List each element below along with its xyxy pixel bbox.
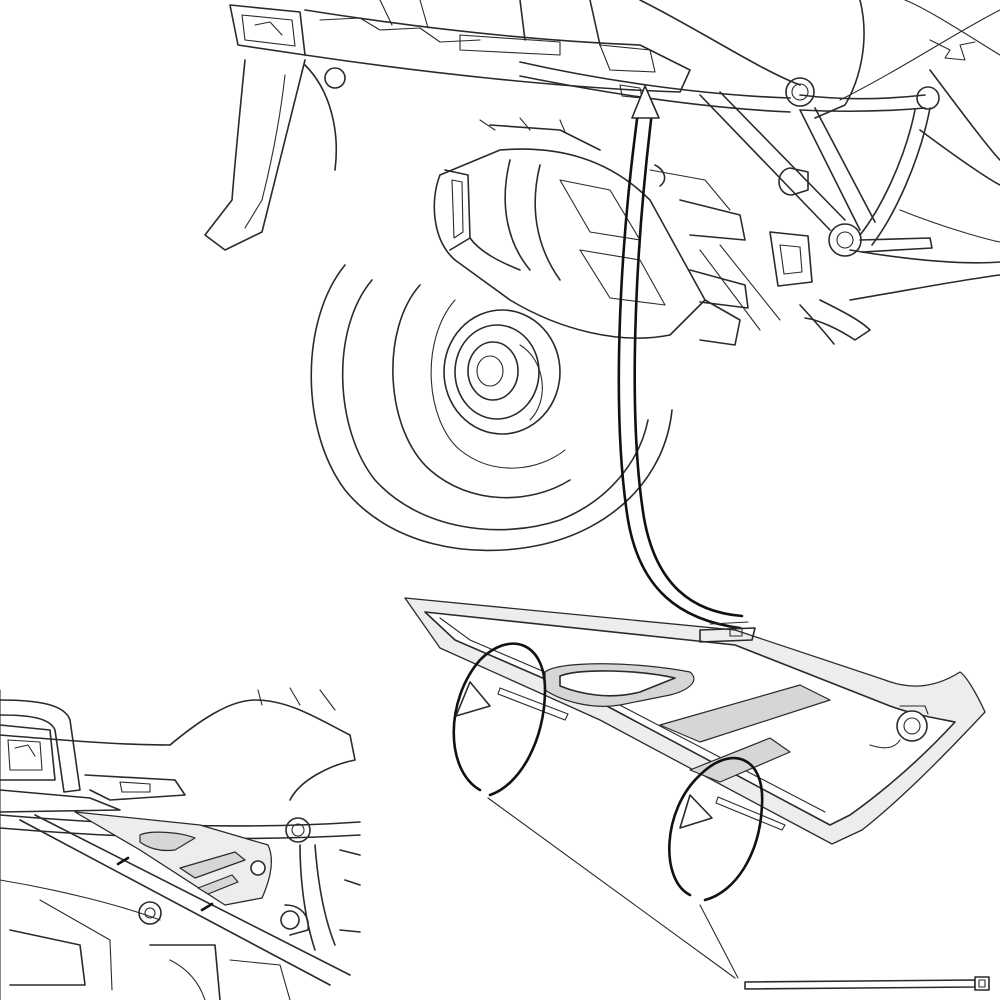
rotation-arrow-icon — [452, 642, 547, 797]
motorcycle-rear-frame-drawing — [204, 0, 1000, 552]
leader-lines — [487, 797, 739, 979]
insertion-arrow-icon — [617, 85, 744, 630]
subframe-tubes — [519, 61, 940, 345]
rotation-arrow-icon — [668, 757, 764, 902]
cable-tie-icon — [744, 976, 990, 991]
seat-body-panel — [639, 0, 1000, 301]
rear-fender-bracket — [204, 59, 346, 251]
installed-detail-view — [0, 687, 361, 1000]
side-cover-panel-part — [404, 597, 986, 845]
exhaust-muffler — [433, 117, 781, 346]
